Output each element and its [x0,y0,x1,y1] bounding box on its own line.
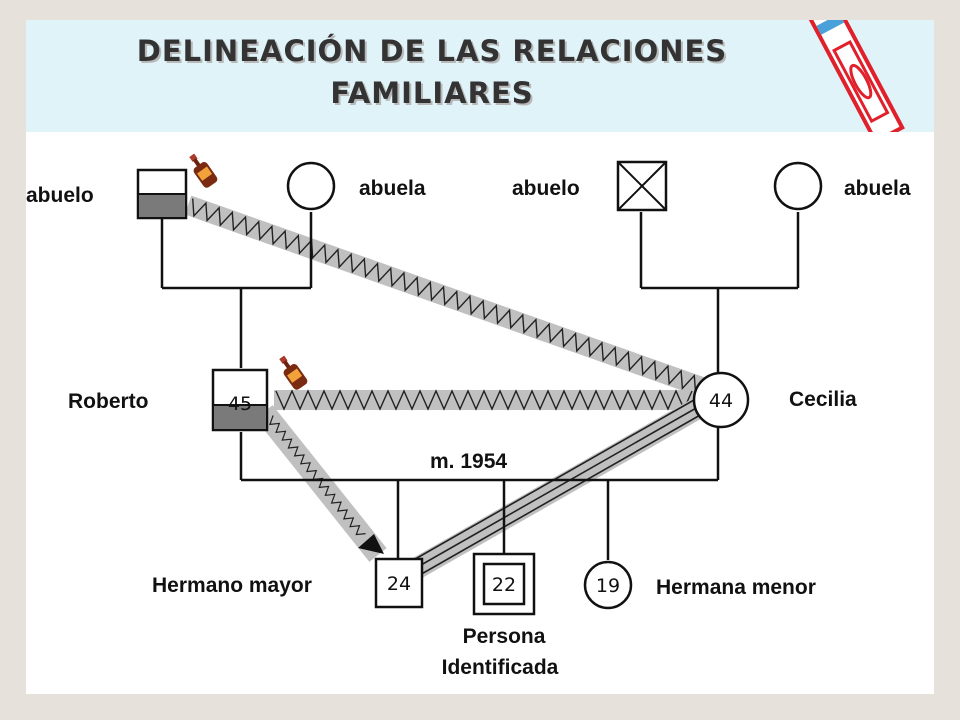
younger-sister-label: Hermana menor [656,576,816,599]
family-lines [160,212,800,560]
title-banner: DELINEACIÓN DE LAS RELACIONES FAMILIARES [26,20,934,132]
maternal-grandmother-symbol [773,161,823,211]
abuse-relation-roberto-brother [255,405,387,562]
younger-sister-age: 19 [596,575,620,597]
slide: DELINEACIÓN DE LAS RELACIONES FAMILIARES [26,20,934,694]
mother-label: Cecilia [789,388,857,411]
father-age: 45 [228,393,252,415]
identified-person-age: 22 [492,574,516,596]
older-brother-age: 24 [387,573,411,595]
father-symbol: 45 [211,368,269,432]
paternal-grandfather-label: abuelo [26,184,94,207]
identified-person-label-line1: Persona [463,625,546,648]
mother-age: 44 [709,390,733,412]
maternal-grandfather-symbol [616,160,668,212]
identified-person-symbol: 22 [472,552,536,616]
maternal-grandfather-label: abuelo [512,177,580,200]
paternal-grandmother-label: abuela [359,177,426,200]
older-brother-label: Hermano mayor [152,574,312,597]
paternal-grandmother-symbol [286,161,336,211]
younger-sister-symbol: 19 [583,560,633,610]
title-line-1: DELINEACIÓN DE LAS RELACIONES [136,34,728,68]
paternal-grandfather-symbol [136,168,188,220]
maternal-grandmother-label: abuela [844,177,911,200]
older-brother-symbol: 24 [374,557,424,609]
pencil-icon [807,20,905,132]
deceased-cross-icon [617,161,667,211]
conflict-relation-roberto-cecilia [274,389,696,411]
bottle-icon [275,352,309,392]
fused-relation-cecilia-brother [408,398,704,580]
marriage-label: m. 1954 [430,450,507,473]
mother-symbol: 44 [692,371,750,429]
conflict-relation-grandfather-cecilia [184,195,720,402]
genogram: abuelo abuela abuelo abuela Roberto 45 4… [26,150,911,679]
identified-person-label-line2: Identificada [442,656,559,679]
title-line-2: FAMILIARES [330,76,534,110]
arrow-icon [358,534,384,554]
father-label: Roberto [68,390,149,413]
bottle-icon [185,150,219,190]
